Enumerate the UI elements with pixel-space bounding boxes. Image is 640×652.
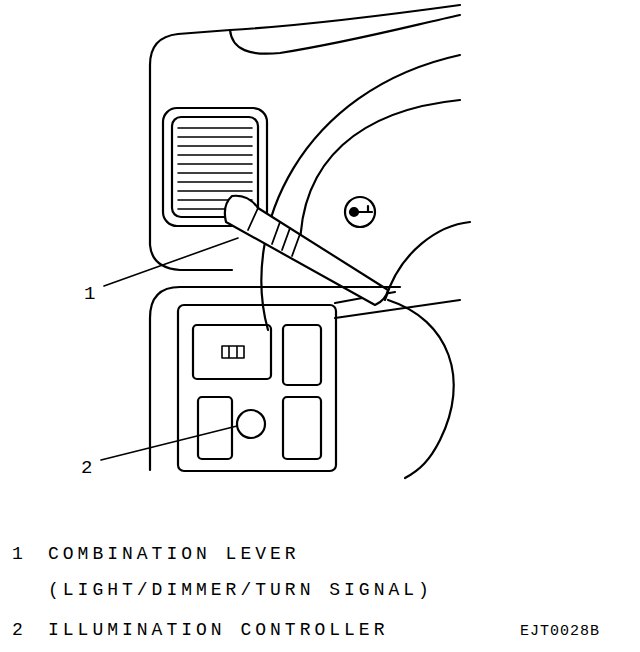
switch-panel — [178, 305, 336, 471]
illumination-knob — [237, 410, 265, 438]
wheel-hub — [385, 222, 470, 300]
label-text: 1 — [12, 536, 23, 572]
dash-contour — [230, 15, 460, 54]
label-text: 2 — [12, 612, 23, 648]
switch-symbol — [222, 346, 244, 358]
switch — [283, 325, 321, 385]
legend-number: 1 — [12, 536, 23, 572]
part-name: ILLUMINATION CONTROLLER — [48, 612, 508, 648]
switch-panel — [150, 287, 400, 470]
legend-number: 2 — [12, 612, 23, 648]
key-slot — [345, 197, 375, 227]
lever-rings — [248, 208, 300, 256]
label-text: 1 — [84, 276, 95, 312]
column-line — [335, 300, 460, 318]
leader-line — [104, 238, 238, 286]
label-text: COMBINATION LEVER (LIGHT/DIMMER/TURN SIG… — [48, 536, 468, 608]
callout-number: 1 — [84, 276, 95, 312]
part-name: COMBINATION LEVER (LIGHT/DIMMER/TURN SIG… — [48, 536, 468, 608]
dash-panel — [150, 5, 460, 270]
label-text: EJT0028B — [520, 614, 600, 650]
label-text: 2 — [81, 450, 92, 486]
key-slot — [350, 208, 358, 216]
figure-code: EJT0028B — [520, 614, 600, 650]
combination-lever — [225, 196, 388, 305]
wheel-rim — [300, 100, 460, 250]
callout-number: 2 — [81, 450, 92, 486]
key-slot — [358, 206, 372, 212]
leader-line — [101, 426, 237, 460]
label-text: ILLUMINATION CONTROLLER — [48, 612, 508, 648]
switch — [283, 397, 321, 459]
wheel-spoke — [388, 300, 454, 478]
switch — [193, 325, 271, 379]
